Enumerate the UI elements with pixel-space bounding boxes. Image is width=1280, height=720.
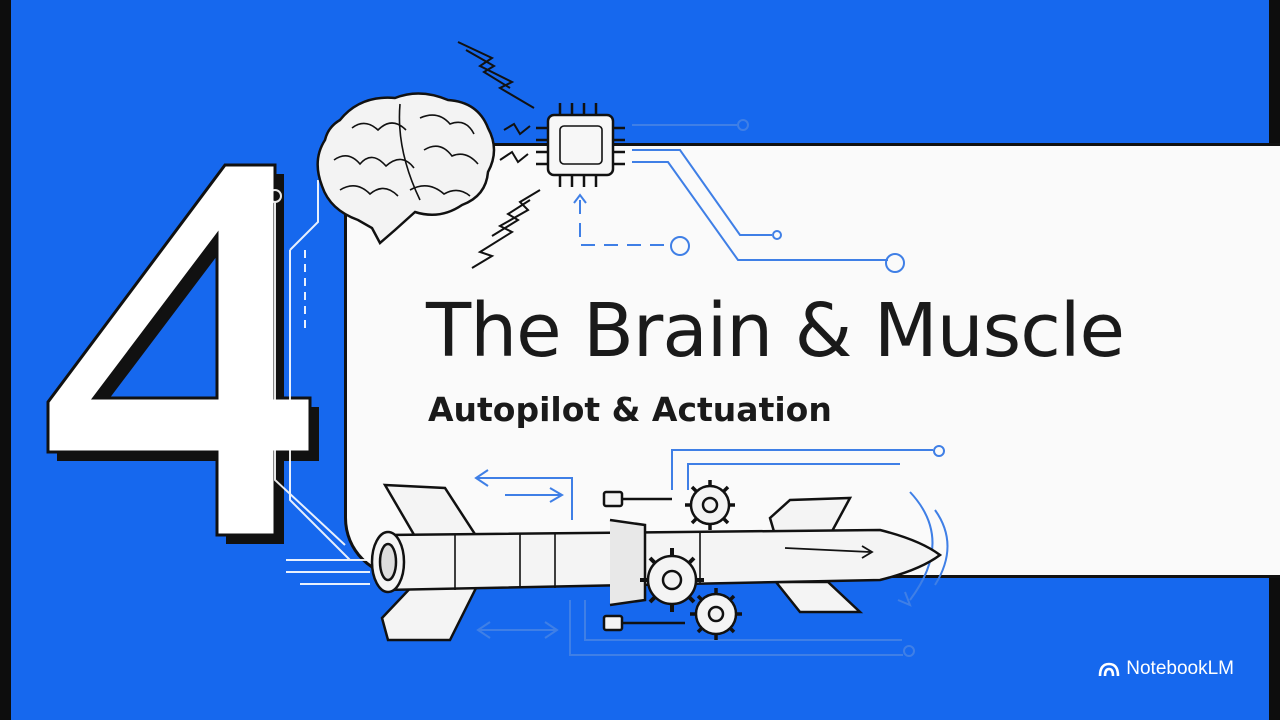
brain-icon (316, 92, 496, 245)
microchip-icon (536, 103, 625, 187)
brand-name: NotebookLM (1126, 658, 1234, 679)
slide-subtitle: Autopilot & Actuation (428, 390, 832, 429)
gear-icon (640, 480, 742, 640)
arrow-icon (476, 487, 564, 639)
circuit-trace-icon (474, 119, 949, 657)
slide-title: The Brain & Muscle (426, 288, 1125, 374)
brand-watermark: NotebookLM (1098, 658, 1234, 680)
circuit-trace-icon (268, 180, 370, 585)
notebooklm-logo-icon (1098, 662, 1120, 677)
lightning-bolt-icon (457, 41, 541, 269)
